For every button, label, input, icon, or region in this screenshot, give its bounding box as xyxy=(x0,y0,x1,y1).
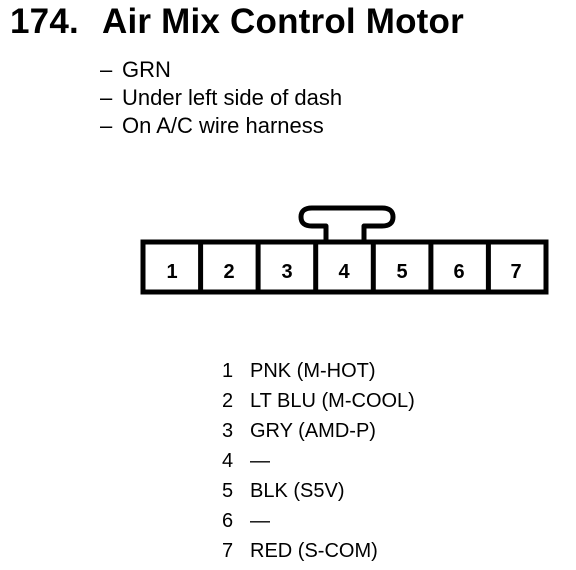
cavity-label-4: 4 xyxy=(338,261,350,283)
connector-notes: –GRN –Under left side of dash –On A/C wi… xyxy=(100,56,342,140)
note-text: GRN xyxy=(122,57,171,82)
pin-description: — xyxy=(250,450,270,472)
pin-row: 1 PNK (M-HOT) xyxy=(222,356,415,386)
pin-number: 7 xyxy=(222,540,234,562)
cavity-label-5: 5 xyxy=(396,261,407,283)
connector-housing xyxy=(140,239,549,295)
pin-number: 3 xyxy=(222,420,234,442)
pin-description: BLK (S5V) xyxy=(250,480,345,502)
connector-lock-tab xyxy=(298,205,396,242)
note-location: –Under left side of dash xyxy=(100,84,342,112)
cavity-label-7: 7 xyxy=(510,261,521,283)
pin-row: 2 LT BLU (M-COOL) xyxy=(222,386,415,416)
pin-description: GRY (AMD-P) xyxy=(250,420,376,442)
pin-assignment-list: 1 PNK (M-HOT) 2 LT BLU (M-COOL) 3 GRY (AMD-… xyxy=(222,356,415,566)
pin-description: — xyxy=(250,510,270,532)
pin-number: 2 xyxy=(222,390,234,412)
connector-face-diagram: 1 2 3 4 5 6 7 xyxy=(140,205,549,295)
note-text: On A/C wire harness xyxy=(122,113,324,138)
pin-description: RED (S-COM) xyxy=(250,540,378,562)
pin-row: 7 RED (S-COM) xyxy=(222,536,415,566)
cavity-label-1: 1 xyxy=(166,261,177,283)
pin-row: 6— xyxy=(222,506,415,536)
pin-row: 4— xyxy=(222,446,415,476)
pin-description: LT BLU (M-COOL) xyxy=(250,390,415,412)
pin-number: 6 xyxy=(222,510,234,532)
note-color: –GRN xyxy=(100,56,342,84)
pin-number: 4 xyxy=(222,450,234,472)
pin-row: 3 GRY (AMD-P) xyxy=(222,416,415,446)
note-harness: –On A/C wire harness xyxy=(100,112,342,140)
title-text: Air Mix Control Motor xyxy=(102,2,464,41)
note-dash: – xyxy=(100,85,113,110)
note-dash: – xyxy=(100,113,113,138)
title-number: 174. xyxy=(10,2,79,41)
pin-number: 1 xyxy=(222,360,234,382)
pin-number: 5 xyxy=(222,480,234,502)
cavity-label-3: 3 xyxy=(281,261,292,283)
note-dash: – xyxy=(100,57,113,82)
cavity-label-6: 6 xyxy=(453,261,464,283)
connector-dividers xyxy=(198,242,491,292)
connector-cavity-labels: 1 2 3 4 5 6 7 xyxy=(166,261,521,283)
page-title: 174. Air Mix Control Motor xyxy=(10,2,464,42)
cavity-label-2: 2 xyxy=(223,261,234,283)
pin-row: 5 BLK (S5V) xyxy=(222,476,415,506)
pin-description: PNK (M-HOT) xyxy=(250,360,376,382)
note-text: Under left side of dash xyxy=(122,85,343,110)
